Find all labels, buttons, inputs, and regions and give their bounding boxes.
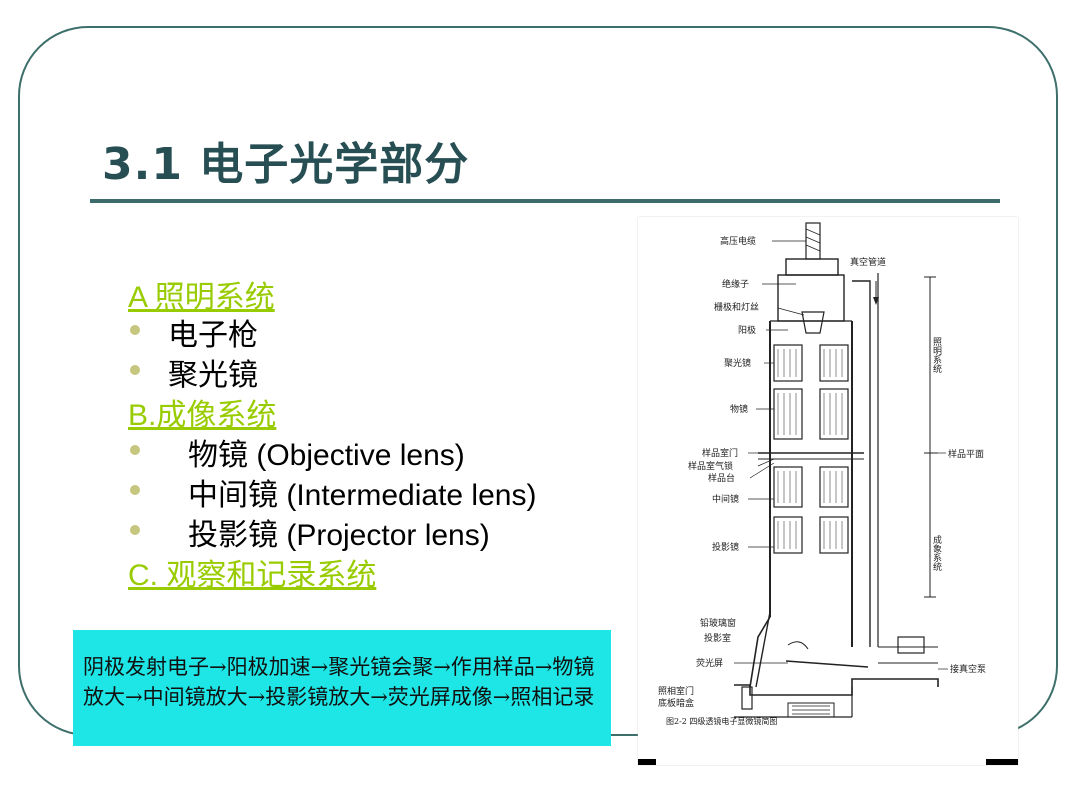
section-a-link[interactable]: A 照明系统: [128, 281, 275, 314]
bullet-text: 中间镜 (Intermediate lens): [188, 479, 537, 512]
label-screen: 荧光屏: [696, 657, 723, 669]
bullet-dot: [130, 365, 140, 375]
label-lead-glass: 铅玻璃窗: [700, 617, 736, 629]
label-intermediate: 中间镜: [712, 493, 739, 505]
label-insulator: 绝缘子: [722, 278, 749, 290]
bullet-dot: [130, 445, 140, 455]
bullet-text: 投影镜 (Projector lens): [188, 519, 490, 552]
title-divider: [90, 199, 1000, 203]
label-projection-chamber: 投影室: [704, 632, 731, 644]
bullet-text: 物镜 (Objective lens): [188, 439, 465, 472]
label-hv-cable: 高压电缆: [720, 235, 756, 247]
bullet-dot: [130, 325, 140, 335]
label-grid-filament: 栅极和灯丝: [714, 301, 759, 313]
label-anode: 阳极: [738, 324, 756, 336]
label-illumination-system: 照明系统: [931, 337, 942, 374]
label-vacuum-pipe: 真空管道: [850, 256, 886, 268]
label-specimen-door: 样品室门: [702, 447, 738, 459]
label-projector: 投影镜: [712, 541, 739, 553]
section-c-link[interactable]: C. 观察和记录系统: [128, 559, 377, 592]
figure-caption: 图2-2 四级透镜电子显微镜简图: [666, 716, 777, 726]
label-imaging-system: 成象系统: [931, 534, 942, 572]
page-title: 3.1 电子光学部分: [102, 139, 470, 190]
bullet-text: 聚光镜: [168, 359, 258, 392]
bullet-dot: [130, 525, 140, 535]
process-caption-box: 阴极发射电子→阳极加速→聚光镜会聚→作用样品→物镜放大→中间镜放大→投影镜放大→…: [73, 630, 611, 746]
tem-diagram-figure: 高压电缆 绝缘子 栅极和灯丝 阳极 聚光镜 物镜 样品室门 样品室气锁 样品台 …: [638, 217, 1018, 765]
label-condenser: 聚光镜: [724, 357, 751, 369]
label-plate-cassette: 底板暗盒: [658, 697, 694, 709]
label-specimen-airlock: 样品室气锁: [688, 460, 733, 472]
label-camera-door: 照相室门: [658, 685, 694, 697]
label-objective: 物镜: [730, 403, 748, 415]
bullet-dot: [130, 485, 140, 495]
process-caption-text: 阴极发射电子→阳极加速→聚光镜会聚→作用样品→物镜放大→中间镜放大→投影镜放大→…: [83, 655, 595, 709]
tem-diagram-svg: 高压电缆 绝缘子 栅极和灯丝 阳极 聚光镜 物镜 样品室门 样品室气锁 样品台 …: [638, 222, 1018, 765]
label-vacuum-pump: 接真空泵: [950, 663, 986, 675]
label-specimen-stage: 样品台: [708, 472, 735, 484]
section-b-link[interactable]: B.成像系统: [128, 399, 277, 432]
label-specimen-plane: 样品平面: [948, 448, 984, 460]
bullet-text: 电子枪: [168, 319, 258, 352]
